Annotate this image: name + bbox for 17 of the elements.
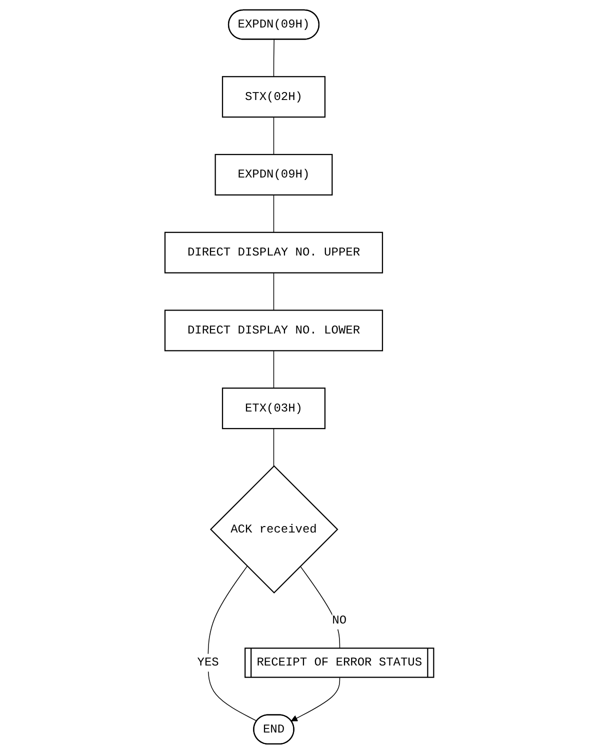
connector xyxy=(273,428,274,466)
node-box: ETX(03H) xyxy=(222,388,326,430)
connector xyxy=(273,194,274,233)
node-box: DIRECT DISPLAY NO. UPPER xyxy=(164,232,383,274)
edge-label: YES xyxy=(196,656,219,670)
connector xyxy=(207,566,257,722)
connector xyxy=(273,350,274,389)
connector xyxy=(273,272,274,311)
node-diamond: ACK received xyxy=(210,465,338,594)
node-box: STX(02H) xyxy=(222,76,326,118)
connector xyxy=(300,566,340,649)
connector xyxy=(273,39,274,78)
connector xyxy=(273,116,274,155)
node-box: DIRECT DISPLAY NO. LOWER xyxy=(164,310,383,352)
node-box: EXPDN(09H) xyxy=(214,154,332,196)
edge-label: NO xyxy=(332,614,346,628)
arrow xyxy=(290,677,340,722)
